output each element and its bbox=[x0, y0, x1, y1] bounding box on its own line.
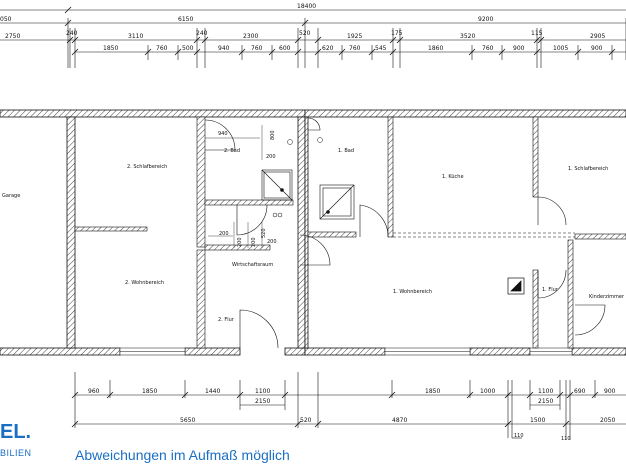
room-utility: Wirtschaftsraum bbox=[232, 262, 273, 268]
dim-top2-1: 240 bbox=[66, 30, 78, 37]
windows bbox=[119, 347, 573, 356]
fixture-circles bbox=[272, 137, 323, 218]
top-dimension-lines bbox=[0, 9, 626, 68]
dim-top1-b: 9200 bbox=[478, 16, 493, 23]
dim-top2-10: 2905 bbox=[590, 33, 605, 40]
dim-bot3-4: 2050 bbox=[600, 417, 615, 424]
dim-top3-8: 545 bbox=[375, 45, 387, 52]
dim-int-6: 520 bbox=[261, 228, 267, 238]
dim-top3-10: 760 bbox=[482, 45, 494, 52]
dim-top2-9: 115 bbox=[531, 30, 543, 37]
dim-bot2-1: 2150 bbox=[538, 398, 553, 405]
doors bbox=[204, 117, 606, 349]
room-kids: Kinderzimmer bbox=[589, 294, 625, 300]
dim-top3-5: 600 bbox=[279, 45, 291, 52]
shower-bad1 bbox=[319, 184, 355, 220]
dim-bot3-0: 5650 bbox=[180, 417, 195, 424]
dim-bot1-7: 690 bbox=[574, 388, 586, 395]
room-bedroom2: 2. Schlafbereich bbox=[127, 164, 167, 170]
dim-top3-6: 620 bbox=[322, 45, 334, 52]
dim-bot3-2: 4870 bbox=[392, 417, 407, 424]
dim-small-0: 110 bbox=[514, 433, 524, 439]
room-hall1: 1. Flur bbox=[542, 287, 559, 293]
room-living2: 2. Wohnbereich bbox=[125, 280, 164, 286]
dim-overall: 18400 bbox=[297, 3, 316, 10]
top-tick-marks bbox=[64, 6, 616, 56]
dim-bot3-1: 520 bbox=[300, 417, 312, 424]
dim-top3-12: 1005 bbox=[553, 45, 568, 52]
company-logo-subtext: BILIEN bbox=[0, 448, 32, 458]
dim-top2-6: 1925 bbox=[347, 33, 362, 40]
dim-int-0: 940 bbox=[218, 131, 228, 137]
dim-top3-4: 760 bbox=[251, 45, 263, 52]
company-logo: EL. bbox=[0, 421, 32, 443]
dim-top3-2: 500 bbox=[182, 45, 194, 52]
bottom-dimension-lines bbox=[74, 372, 626, 440]
dim-bot2-0: 2150 bbox=[255, 398, 270, 405]
interior-dim-lines bbox=[205, 125, 263, 248]
dim-bot1-4: 1850 bbox=[425, 388, 440, 395]
dim-top3-0: 1850 bbox=[103, 45, 118, 52]
dim-top2-2: 3110 bbox=[128, 33, 143, 40]
room-bedroom1: 1. Schlafbereich bbox=[568, 166, 608, 172]
dim-int-2: 200 bbox=[266, 154, 276, 160]
dim-top-left-partial: 050 bbox=[0, 16, 12, 23]
dim-bot1-0: 960 bbox=[88, 388, 100, 395]
room-garage: Garage bbox=[2, 193, 20, 199]
bottom-tick-marks bbox=[71, 391, 599, 428]
dim-top2-0: 2750 bbox=[5, 33, 20, 40]
dim-top2-7: 175 bbox=[391, 30, 403, 37]
dim-int-7: 200 bbox=[267, 239, 277, 245]
chimney-box bbox=[507, 277, 525, 295]
dim-top3-9: 1860 bbox=[428, 45, 443, 52]
dim-top2-5: 520 bbox=[299, 30, 311, 37]
dim-bot1-6: 1100 bbox=[538, 388, 553, 395]
dim-top3-13: 900 bbox=[591, 45, 603, 52]
dim-bot1-5: 1000 bbox=[480, 388, 495, 395]
room-living1: 1. Wohnbereich bbox=[393, 289, 432, 295]
room-kitchen1: 1. Küche bbox=[442, 174, 464, 180]
room-hall2: 2. Flur bbox=[218, 317, 235, 323]
interior-walls bbox=[74, 116, 626, 349]
dim-bot1-1: 1850 bbox=[142, 388, 157, 395]
shower-bad2 bbox=[261, 169, 293, 201]
room-bath2: 2. Bad bbox=[224, 148, 240, 154]
dim-top3-7: 760 bbox=[349, 45, 361, 52]
measurement-disclaimer: Abweichungen im Aufmaß möglich bbox=[75, 447, 290, 463]
dim-int-1: 800 bbox=[270, 130, 276, 140]
dim-top2-3: 240 bbox=[196, 30, 208, 37]
dim-bot1-3: 1100 bbox=[255, 388, 270, 395]
dim-small-1: 110 bbox=[561, 436, 571, 440]
dim-top3-3: 940 bbox=[218, 45, 230, 52]
exterior-walls bbox=[0, 109, 626, 356]
dim-int-3: 200 bbox=[219, 231, 229, 237]
dim-top2-4: 2300 bbox=[243, 33, 258, 40]
dim-bot1-8: 900 bbox=[604, 388, 616, 395]
dim-int-4: 200 bbox=[237, 237, 243, 247]
dim-int-5: 200 bbox=[251, 237, 257, 247]
room-bath1: 1. Bad bbox=[338, 148, 354, 154]
dim-top1-a: 6150 bbox=[178, 16, 193, 23]
dim-bot1-2: 1440 bbox=[205, 388, 220, 395]
floor-plan-drawing: 18400 6150 9200 050 2750 240 3110 240 23… bbox=[0, 3, 626, 440]
dim-top3-1: 760 bbox=[156, 45, 168, 52]
dim-top3-11: 900 bbox=[513, 45, 525, 52]
dim-top2-8: 3520 bbox=[460, 33, 475, 40]
dim-bot3-3: 1500 bbox=[530, 417, 545, 424]
